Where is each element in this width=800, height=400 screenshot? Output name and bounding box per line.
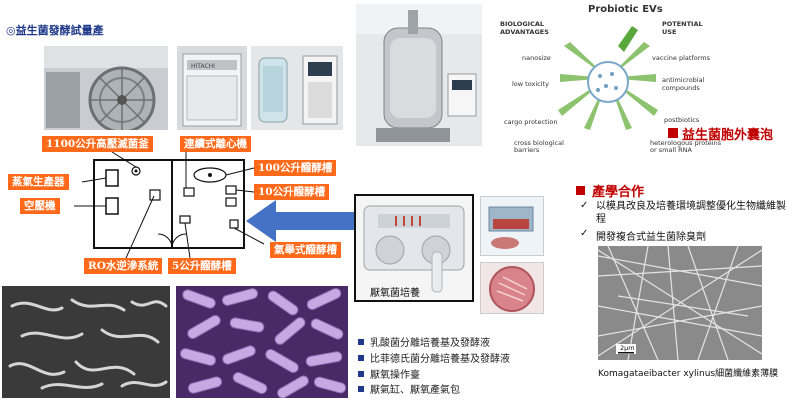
page-title: ◎益生菌發酵試量產 [6,24,104,37]
bullet-square [358,355,364,361]
bullet-square [358,386,364,392]
centrifuge-photo: HITACHI [177,46,247,130]
anaerobic-bullet: 厭氣缸、厭氧產氣包 [370,385,460,396]
petri-dish-box-photo [480,196,544,256]
right-item: vaccine platforms [652,54,710,62]
fermenter-100-photo [251,46,343,130]
right-item: postbiotics [664,116,700,124]
bacterial-cellulose-sem-image [598,246,762,360]
label-fermenter-10: 10公升醱酵槽 [254,184,330,200]
check-icon: ✓ [580,200,589,211]
check-icon: ✓ [580,228,589,239]
industry-heading: 產學合作 [592,185,645,200]
ev-heading: 益生菌胞外囊泡 [682,128,774,143]
anaerobic-bullet: 乳酸菌分離培養基及發酵液 [370,338,490,349]
label-air-compressor: 空壓機 [20,198,60,214]
label-autoclave: 1100公升高壓滅菌釜 [42,136,153,152]
autoclave-photo [44,46,168,130]
left-item: cargo protection [504,118,558,126]
large-fermenter-photo [356,4,482,146]
petri-dish-photo [480,262,544,314]
probiotic-ev-diagram: Probiotic EVs BIOLOGICAL ADVANTAGES POTE… [500,4,721,154]
bullet-square [358,371,364,377]
anaerobic-label: 厭氧菌培養 [370,288,420,299]
left-item: nanosize [522,54,551,62]
label-fermenter-5: 5公升醱酵槽 [168,258,236,274]
floor-plan [74,151,265,259]
bullet-square [358,339,364,345]
label-airlift-fermenter: 氣舉式醱酵槽 [270,242,341,258]
anaerobic-bullet: 比菲德氏菌分離培養基及發酵液 [370,354,510,365]
left-arrow-icon [246,200,356,242]
industry-item: 開發複合式益生菌除臭劑 [596,232,706,243]
label-ro-system: RO水逆滲系統 [84,258,163,274]
anaerobic-bullet: 厭氧操作臺 [370,370,420,381]
right-item: heterologous proteins or small RNA [650,139,722,154]
diagram-title: Probiotic EVs [588,4,663,15]
industry-heading-square [576,186,585,195]
left-item: cross biological barriers [514,139,564,154]
right-heading: POTENTIAL USE [662,20,703,36]
left-heading: BIOLOGICAL ADVANTAGES [500,20,549,36]
industry-item: 以模具改良及培養環境調整優化生物纖維製程 [596,201,786,225]
ev-heading-square [668,128,678,138]
anaerobic-cabinet-photo: 厭氧菌培養 [354,194,474,302]
label-centrifuge: 連續式離心機 [180,136,251,152]
scale-bar-label: 2μm [620,344,635,352]
left-item: low toxicity [512,80,549,88]
lactobacillus-sem-image [2,286,170,398]
label-fermenter-100: 100公升醱酵槽 [254,160,337,176]
right-item: antimicrobial compounds [662,76,705,92]
label-steam-generator: 蒸氣生產器 [8,174,69,190]
bifidobacterium-sem-image [176,286,348,398]
sem-caption: Komagataeibacter xylinus細菌纖維素薄膜 [598,369,779,379]
svg-text:HITACHI: HITACHI [191,63,215,70]
